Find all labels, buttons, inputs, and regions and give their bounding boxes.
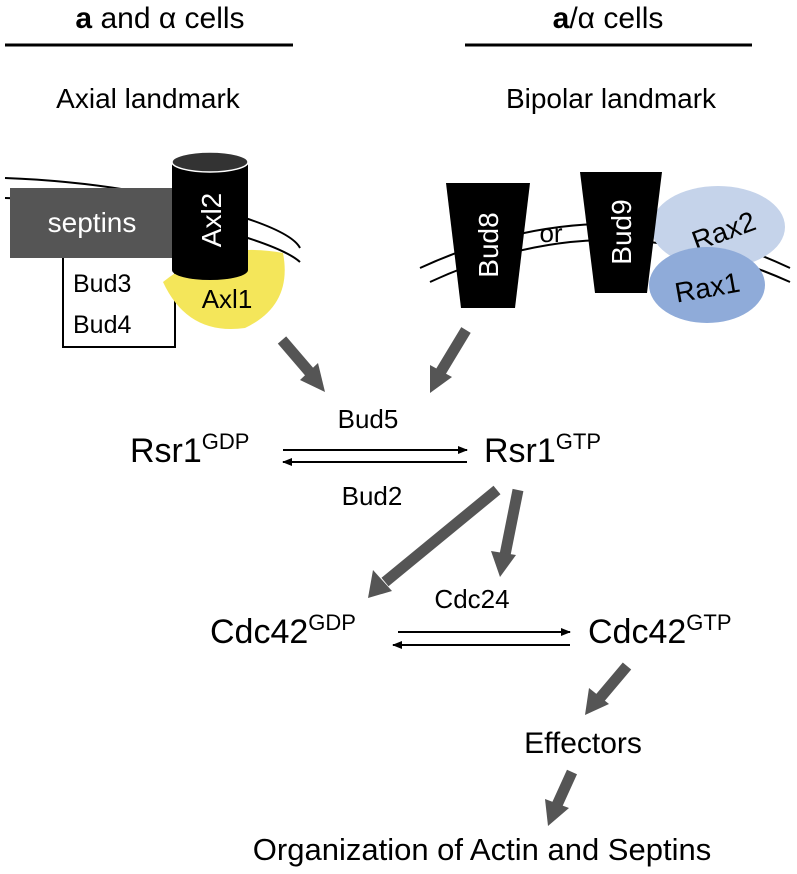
rax1-shape [649, 247, 765, 323]
arrow-rsr1-to-cdc24 [491, 488, 524, 577]
bud3-label: Bud3 [73, 270, 131, 298]
header-right-alpha: α [578, 2, 595, 35]
effectors-label: Effectors [524, 727, 642, 760]
rsr1-gdp: Rsr1GDP [130, 429, 249, 470]
header-left-cells: cells [185, 2, 245, 35]
header-right: a/α cells [553, 2, 664, 35]
septins-box [10, 188, 180, 258]
arrow-bipolar-to-rsr1 [430, 327, 471, 393]
cdc42-gdp-sup: GDP [308, 610, 356, 635]
rax2-shape [651, 186, 785, 268]
cdc42-gtp: Cdc42GTP [588, 610, 732, 651]
rsr1-gtp-base: Rsr1 [484, 432, 556, 470]
or-label: or [539, 218, 562, 248]
bud4-label: Bud4 [73, 311, 131, 339]
rsr1-gtp: Rsr1GTP [484, 429, 601, 470]
bud3-bud4-box [62, 244, 176, 348]
arrow-axial-to-rsr1 [277, 336, 325, 392]
outcome-label: Organization of Actin and Septins [253, 832, 711, 867]
header-right-slash: / [569, 2, 578, 35]
landmark-arrows [277, 327, 632, 826]
bud9-label: Bud9 [606, 199, 637, 264]
arrow-effectors-to-organization [545, 769, 578, 826]
arrow-cdc42-to-effectors [585, 662, 632, 715]
cdc42-gdp-base: Cdc42 [210, 613, 308, 651]
bud8-shape [446, 183, 530, 308]
cdc42-gtp-base: Cdc42 [588, 613, 686, 651]
rsr1-gdp-sup: GDP [202, 429, 250, 454]
arrow-rsr1-to-cdc42-long [368, 485, 501, 598]
header-left-bold: a [75, 2, 92, 35]
header-left-and: and [100, 2, 150, 35]
subtitle-bipolar: Bipolar landmark [506, 83, 717, 114]
axl1-label: Axl1 [202, 284, 253, 314]
header-left-alpha: α [159, 2, 176, 35]
bud5-label: Bud5 [338, 404, 399, 434]
header-right-bold: a [553, 2, 570, 35]
bud8-label: Bud8 [473, 212, 504, 277]
header-right-cells: cells [603, 2, 663, 35]
cdc42-gdp: Cdc42GDP [210, 610, 356, 651]
rsr1-gtp-sup: GTP [556, 429, 601, 454]
subtitle-axial: Axial landmark [56, 83, 241, 114]
bud9-shape [580, 172, 662, 293]
rsr1-gdp-base: Rsr1 [130, 432, 202, 470]
axl2-label: Axl2 [196, 193, 227, 247]
septins-label: septins [48, 207, 137, 238]
axl2-cylinder [171, 151, 249, 280]
cdc24-label: Cdc24 [434, 584, 509, 614]
header-left: a and α cells [75, 2, 244, 35]
cdc42-gtp-sup: GTP [686, 610, 731, 635]
bud2-label: Bud2 [342, 481, 403, 511]
